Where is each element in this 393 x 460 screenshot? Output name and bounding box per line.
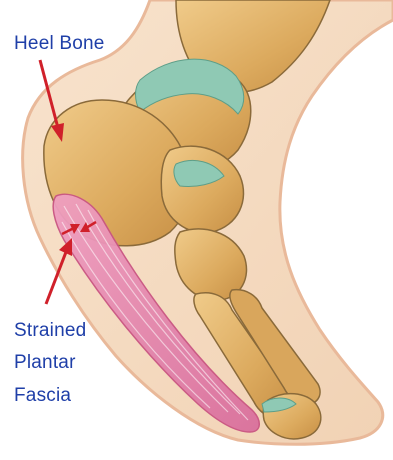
strained-plantar-fascia-label-line-1: Strained <box>14 318 86 343</box>
heel-bone-label: Heel Bone <box>14 31 105 56</box>
strained-plantar-fascia-label-line-2: Plantar <box>14 350 76 375</box>
strained-plantar-fascia-label-line-3: Fascia <box>14 383 71 408</box>
